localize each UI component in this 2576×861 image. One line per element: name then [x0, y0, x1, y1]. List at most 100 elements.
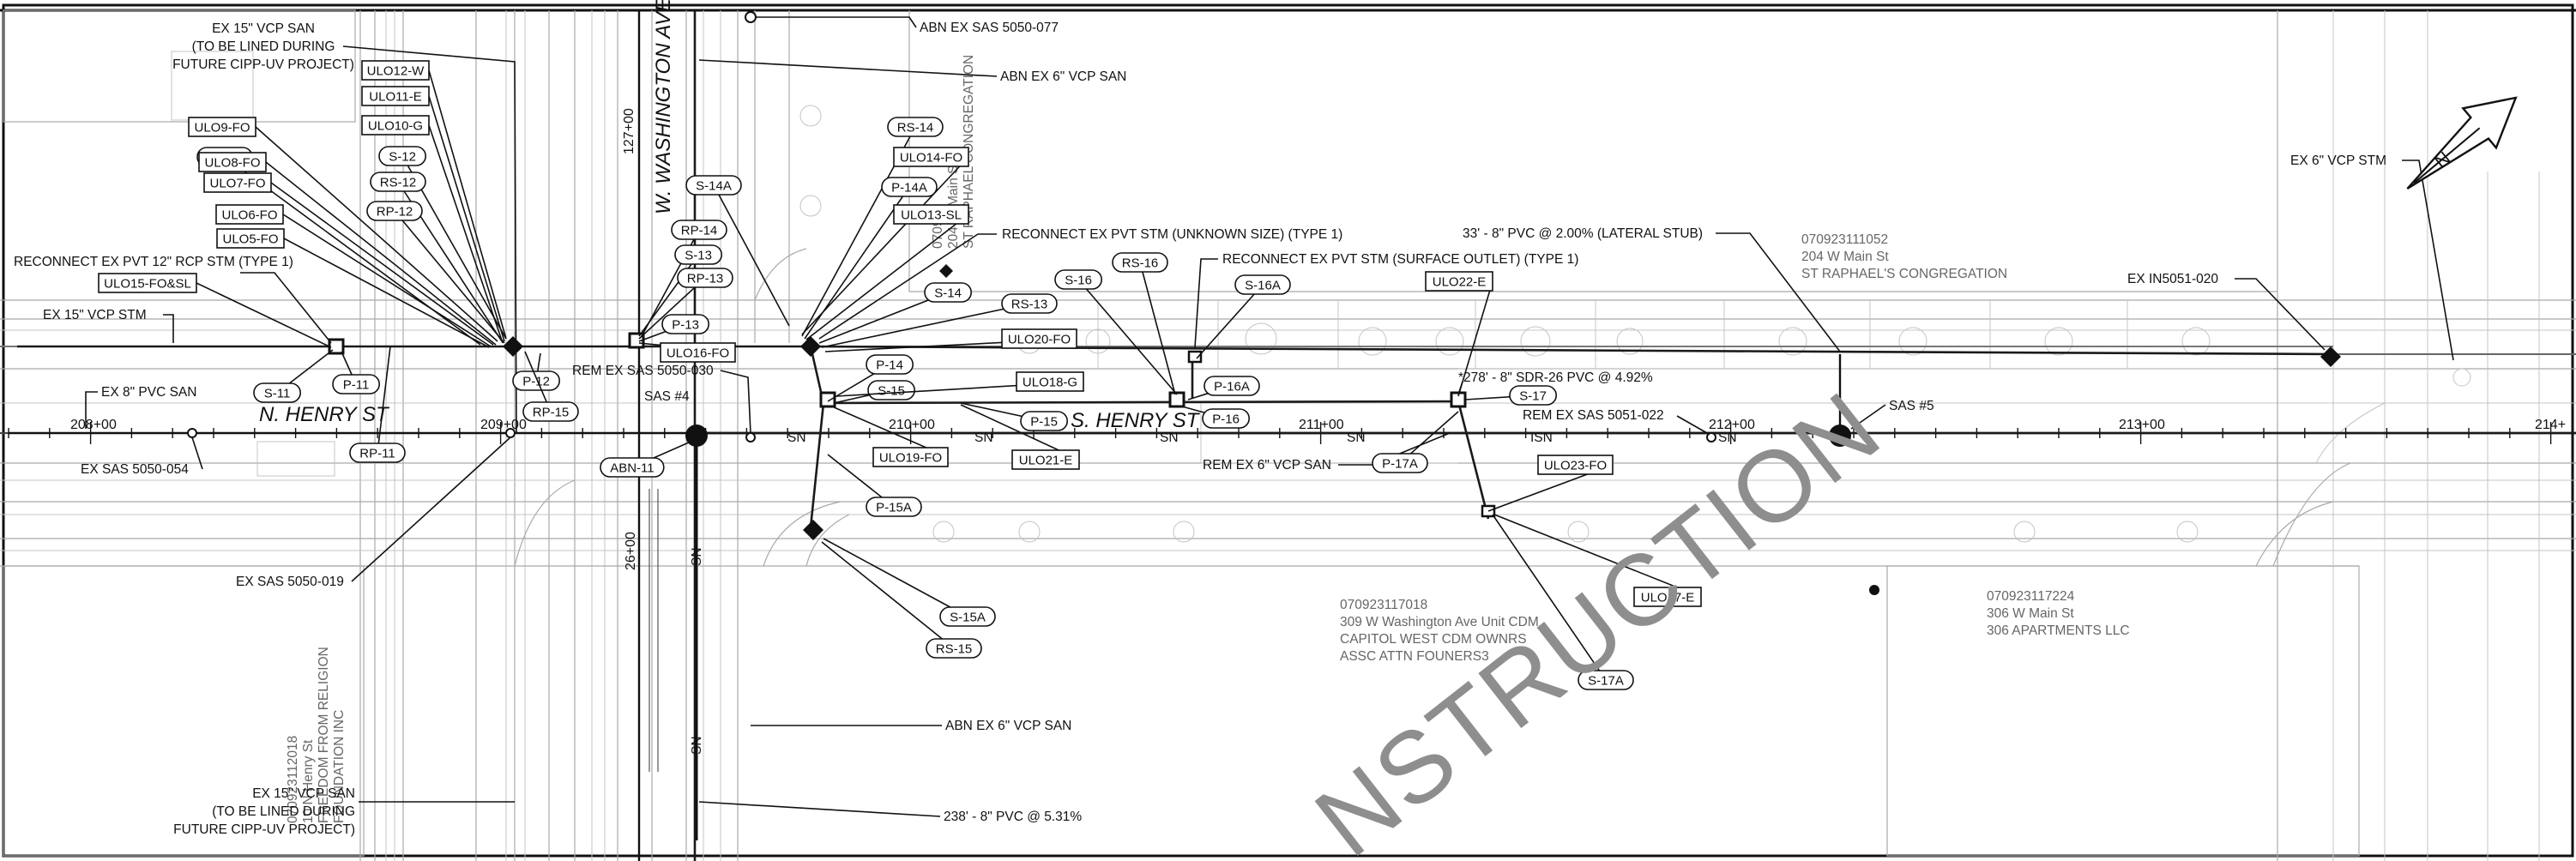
svg-text:33' - 8" PVC @ 2.00% (LATERAL: 33' - 8" PVC @ 2.00% (LATERAL STUB)	[1463, 226, 1703, 241]
svg-text:RECONNECT EX PVT STM (UNKNOWN: RECONNECT EX PVT STM (UNKNOWN SIZE) (TYP…	[1002, 227, 1342, 242]
svg-text:RP-12: RP-12	[377, 205, 413, 220]
tag-ulo7-fo: ULO7-FO	[203, 172, 494, 346]
tag-ulo22-e: ULO22-E	[1425, 271, 1493, 397]
svg-text:ABN-11: ABN-11	[610, 461, 654, 476]
svg-text:ABN EX 6" VCP SAN: ABN EX 6" VCP SAN	[945, 719, 1071, 733]
tag-ulo15-fo-sl: ULO15-FO&SL	[98, 273, 332, 348]
tag-ulo12-w: ULO12-W	[361, 60, 507, 340]
svg-text:S-12: S-12	[389, 150, 416, 165]
tag-s-17: S-17	[1464, 385, 1558, 406]
svg-text:ULO7-FO: ULO7-FO	[209, 177, 265, 191]
svg-text:ULO10-G: ULO10-G	[368, 119, 423, 134]
svg-text:S-13: S-13	[685, 249, 712, 263]
tag-p-14: P-14	[827, 354, 914, 402]
svg-text:EX 8" PVC SAN: EX 8" PVC SAN	[101, 385, 196, 400]
svg-text:EX SAS 5050-054: EX SAS 5050-054	[81, 462, 189, 477]
callout-rem-ex-sas-5050-030: REM EX SAS 5050-030	[572, 364, 751, 434]
callout-ex15-vcp-stm: EX 15" VCP STM	[43, 308, 174, 343]
svg-text:S-15A: S-15A	[950, 611, 986, 625]
tag-ulo23-fo: ULO23-FO	[1487, 455, 1614, 512]
tag-ulo18-g: ULO18-G	[836, 371, 1084, 397]
callout-lateral-stub: 33' - 8" PVC @ 2.00% (LATERAL STUB)	[1463, 226, 1841, 352]
inlet-s16a[interactable]	[1187, 350, 1203, 364]
tag-rs-16: RS-16	[1112, 252, 1176, 395]
tag-ulo16-fo: ULO16-FO	[638, 342, 736, 363]
svg-text:FREEDOM FROM RELIGION: FREEDOM FROM RELIGION	[317, 647, 331, 823]
svg-text:309 W Washington Ave Unit CDM: 309 W Washington Ave Unit CDM	[1340, 615, 1539, 629]
callout-ex-sas-5050-054: EX SAS 5050-054	[81, 437, 203, 477]
svg-text:EX 15" VCP SAN: EX 15" VCP SAN	[252, 786, 355, 801]
sas5-label: SAS #5	[1889, 399, 1934, 413]
callout-ex-in5051-020: EX IN5051-020	[2127, 272, 2326, 351]
svg-text:238' - 8" PVC @ 5.31%: 238' - 8" PVC @ 5.31%	[944, 810, 1082, 824]
inlet-s15[interactable]	[819, 391, 836, 408]
tag-s-16a: S-16A	[1196, 274, 1291, 359]
svg-text:ULO11-E: ULO11-E	[369, 90, 421, 105]
svg-text:REM EX SAS 5050-030: REM EX SAS 5050-030	[572, 364, 714, 378]
tag-ulo19-fo: ULO19-FO	[831, 406, 949, 467]
tag-ulo10-g: ULO10-G	[361, 115, 504, 344]
structure-s12[interactable]	[503, 336, 523, 357]
tag-s-17a: S-17A	[1492, 514, 1634, 690]
callout-ex15-vcp-san-top: EX 15" VCP SAN (TO BE LINED DURING FUTUR…	[172, 21, 517, 434]
tag-ulo6-fo: ULO6-FO	[215, 204, 492, 347]
tag-s-16: S-16	[1054, 269, 1178, 395]
svg-text:S-17A: S-17A	[1588, 674, 1624, 689]
tag-ulo17-e: ULO17-E	[1493, 514, 1702, 607]
tag-rp-11: RP-11	[349, 346, 406, 463]
svg-text:RECONNECT EX PVT 12" RCP STM (: RECONNECT EX PVT 12" RCP STM (TYPE 1)	[14, 255, 293, 269]
svg-text:ULO9-FO: ULO9-FO	[194, 121, 250, 135]
tag-p-11: P-11	[332, 351, 381, 394]
tag-ulo11-e: ULO11-E	[361, 86, 505, 342]
north-arrow: N	[2406, 96, 2518, 190]
sn-label-3: SN	[1160, 430, 1179, 445]
svg-text:S-14: S-14	[934, 286, 962, 301]
station-208: 208+00	[70, 418, 117, 432]
svg-text:FUTURE CIPP-UV PROJECT): FUTURE CIPP-UV PROJECT)	[172, 57, 354, 72]
manhole-sas5[interactable]	[1829, 424, 1851, 447]
svg-text:EX 15" VCP SAN: EX 15" VCP SAN	[212, 21, 315, 36]
svg-text:070923117018: 070923117018	[1340, 598, 1427, 612]
callout-ex6-vcp-stm: EX 6" VCP STM	[2290, 154, 2454, 361]
svg-text:ABN EX SAS 5050-077: ABN EX SAS 5050-077	[920, 21, 1059, 35]
svg-text:RS-12: RS-12	[380, 176, 417, 190]
svg-text:P-15: P-15	[1030, 415, 1058, 430]
svg-text:ULO15-FO&SL: ULO15-FO&SL	[104, 277, 191, 292]
sn-label-1: SN	[787, 430, 806, 445]
svg-text:S-11: S-11	[264, 387, 291, 401]
structure-s15a[interactable]	[803, 520, 823, 540]
svg-text:RS-15: RS-15	[936, 642, 973, 657]
tag-layer: RS-11S-12RS-12RP-12P-12RP-15S-11P-11RP-1…	[98, 60, 1702, 690]
tag-p-16: P-16	[1181, 406, 1251, 429]
structure-s14[interactable]	[800, 336, 821, 357]
station-214: 214+	[2535, 418, 2566, 432]
svg-text:P-14: P-14	[876, 358, 903, 373]
ex-in5051-020[interactable]	[2320, 346, 2341, 367]
svg-text:306 W Main St: 306 W Main St	[1987, 606, 2074, 621]
sn-label-v1: SN	[690, 547, 704, 566]
tag-p-13: P-13	[638, 314, 710, 342]
station-213: 213+00	[2119, 418, 2165, 432]
street-s-henry: S. HENRY ST	[1071, 409, 1201, 432]
tag-s-15: S-15	[833, 380, 916, 404]
svg-text:RP-14: RP-14	[681, 224, 718, 238]
svg-text:P-15A: P-15A	[876, 501, 912, 515]
inlet-s16[interactable]	[1168, 391, 1185, 408]
tag-rp-13: RP-13	[638, 268, 733, 340]
svg-text:RP-11: RP-11	[359, 447, 395, 461]
tag-abn-11: ABN-11	[600, 438, 697, 478]
svg-text:RS-13: RS-13	[1011, 298, 1048, 312]
tag-rs-13: RS-13	[821, 293, 1058, 348]
svg-text:ULO23-FO: ULO23-FO	[1544, 459, 1607, 473]
sas4-label: SAS #4	[644, 389, 690, 404]
svg-text:EX 15" VCP STM: EX 15" VCP STM	[43, 308, 147, 322]
svg-text:(TO BE LINED DURING: (TO BE LINED DURING	[192, 39, 335, 54]
svg-text:10 N Henry St: 10 N Henry St	[301, 739, 316, 823]
tag-ulo5-fo: ULO5-FO	[216, 228, 490, 348]
sn-label-v2: SN	[690, 736, 704, 755]
tag-ulo13-sl: ULO13-SL	[805, 204, 969, 340]
callout-reconnect-surface: RECONNECT EX PVT STM (SURFACE OUTLET) (T…	[1194, 252, 1578, 348]
manhole-sas4[interactable]	[685, 424, 708, 447]
svg-text:ASSC ATTN FOUNERS3: ASSC ATTN FOUNERS3	[1340, 649, 1489, 664]
